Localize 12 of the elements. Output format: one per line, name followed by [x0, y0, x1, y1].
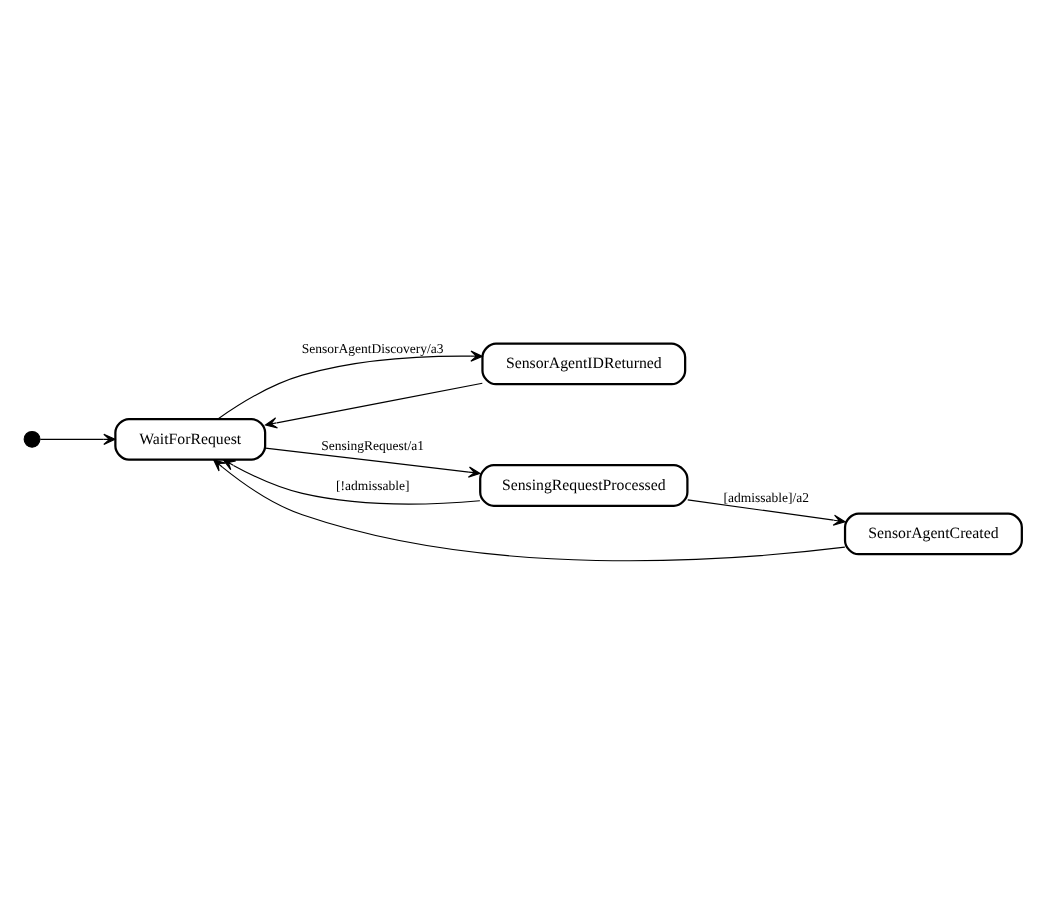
node-box: SensorAgentCreated [843, 511, 1023, 555]
node-box: SensorAgentIDReturned [481, 341, 687, 385]
arrow [213, 458, 846, 561]
arrow [264, 381, 483, 428]
arrow [222, 458, 481, 504]
arrow [39, 432, 116, 444]
arrow [217, 349, 483, 419]
node-circle [23, 429, 41, 447]
arrow [687, 498, 846, 525]
node-box: WaitForRequest [114, 416, 267, 460]
arrow [264, 446, 481, 477]
node-box: SensingRequestProcessed [479, 463, 689, 506]
